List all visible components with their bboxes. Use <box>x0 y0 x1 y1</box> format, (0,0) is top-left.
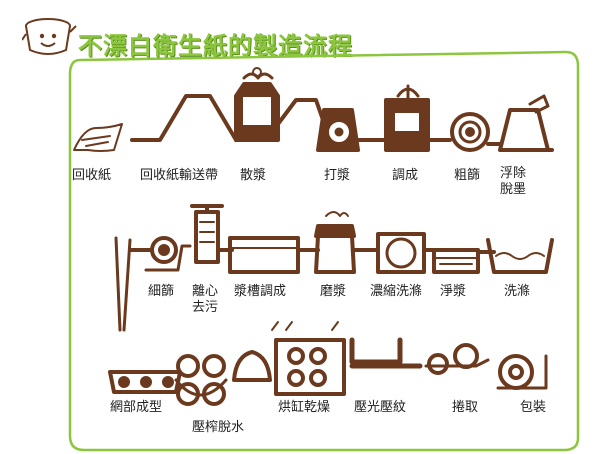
refiner-icon <box>314 211 356 274</box>
calender-icon <box>349 337 423 369</box>
step-coarse-screen: 粗篩 <box>454 168 481 183</box>
step-drying: 烘缸乾燥 <box>278 400 331 415</box>
thickener-icon <box>376 232 426 274</box>
step-beating: 打漿 <box>324 168 351 183</box>
step-conveyor: 回收紙輸送帶 <box>140 168 219 183</box>
step-packaging: 包裝 <box>520 400 547 415</box>
pulper-icon <box>234 67 280 142</box>
step-centrifuge-1: 離心 <box>192 284 219 299</box>
packaging-icon <box>496 354 548 390</box>
drop-pipe <box>114 236 132 332</box>
coarse-screen-icon <box>450 112 490 152</box>
centrifuge-icon <box>190 204 224 264</box>
mascot-icon <box>22 18 77 55</box>
step-fine-screen: 細篩 <box>148 284 175 299</box>
step-pulping: 散漿 <box>240 168 267 183</box>
beater-icon <box>316 108 360 152</box>
step-flotation-2: 脫墨 <box>500 182 527 197</box>
step-washing: 洗滌 <box>504 284 531 299</box>
forming-section-icon <box>108 370 182 394</box>
blender-icon <box>384 84 430 152</box>
step-recycled-paper: 回收紙 <box>72 168 112 183</box>
step-refining: 磨漿 <box>320 284 347 299</box>
press-section-icon <box>174 354 228 406</box>
frame-border <box>68 50 580 452</box>
reel-icon <box>424 343 490 375</box>
step-reeling: 捲取 <box>452 400 479 415</box>
step-thickening: 濃縮洗滌 <box>370 284 423 299</box>
recycled-paper-icon <box>73 123 123 152</box>
flotation-icon <box>498 94 550 152</box>
step-centrifuge-2: 去污 <box>192 300 219 315</box>
fine-screen-icon <box>144 236 192 272</box>
stock-chest-icon <box>228 236 300 274</box>
step-calendering: 壓光壓紋 <box>354 400 407 415</box>
step-pressing: 壓榨脫水 <box>192 420 245 435</box>
conveyor-belt <box>130 94 238 142</box>
step-flotation-1: 浮除 <box>500 166 527 181</box>
step-stock-chest: 漿槽調成 <box>234 284 287 299</box>
washing-icon <box>486 238 554 274</box>
step-cleaning: 淨漿 <box>440 284 467 299</box>
step-forming: 網部成型 <box>110 400 163 415</box>
dryer-section-icon <box>232 321 346 396</box>
cleaning-icon <box>432 248 480 274</box>
step-blending: 調成 <box>392 168 419 183</box>
